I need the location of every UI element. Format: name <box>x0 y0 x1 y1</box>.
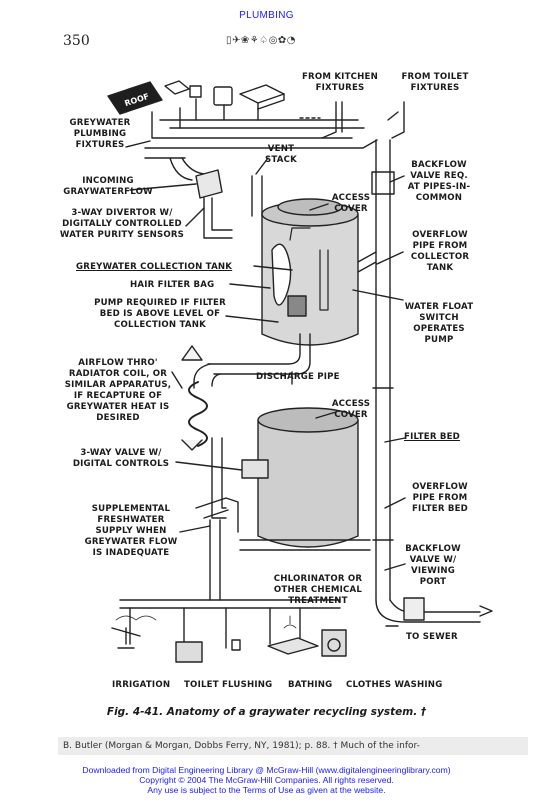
footer-line-terms[interactable]: Any use is subject to the Terms of Use a… <box>147 785 386 796</box>
label-discharge-pipe: DISCHARGE PIPE <box>256 372 340 382</box>
toilet-flushing-icon <box>175 639 241 663</box>
irrigation-icon <box>111 615 157 649</box>
footnote-text: B. Butler (Morgan & Morgan, Dobbs Ferry,… <box>63 741 420 751</box>
download-footer: Downloaded from Digital Engineering Libr… <box>0 765 533 795</box>
page-number: 350 <box>63 33 90 49</box>
clothes-washing-icon <box>321 629 347 657</box>
label-irrigation: IRRIGATION <box>112 680 171 690</box>
footer-line-copyright: Copyright © 2004 The McGraw-Hill Compani… <box>139 775 394 786</box>
footnote-bar <box>58 737 528 755</box>
label-divertor: 3-WAY DIVERTOR w/DIGITALLY CONTROLLEDWAT… <box>59 208 185 240</box>
greywater-fixtures-icon <box>164 80 285 110</box>
label-hair-filter: HAIR FILTER BAG <box>130 280 215 290</box>
label-clothes-washing: CLOTHES WASHING <box>346 680 443 690</box>
label-filter-bed: FILTER BED <box>404 432 461 442</box>
collection-tank <box>261 198 359 346</box>
footer-line-download[interactable]: Downloaded from Digital Engineering Libr… <box>82 765 451 775</box>
roof-icon: ROOF <box>107 81 163 115</box>
label-three-way-valve: 3-WAY VALVE w/DIGITAL CONTROLS <box>72 448 170 469</box>
dingbat-ornament: ▯✈❀⚘♤◎✿◔ <box>226 35 297 46</box>
label-bathing: BATHING <box>288 680 333 690</box>
label-toilet-flushing: TOILET FLUSHING <box>184 680 273 690</box>
filter-bed-tank <box>241 407 359 548</box>
section-header: PLUMBING <box>239 10 294 21</box>
figure-caption: Fig. 4-41. Anatomy of a graywater recycl… <box>106 706 427 718</box>
label-collection-tank: GREYWATER COLLECTION TANK <box>76 262 233 272</box>
label-to-sewer: TO SEWER <box>406 632 458 642</box>
bathing-icon <box>267 615 319 655</box>
